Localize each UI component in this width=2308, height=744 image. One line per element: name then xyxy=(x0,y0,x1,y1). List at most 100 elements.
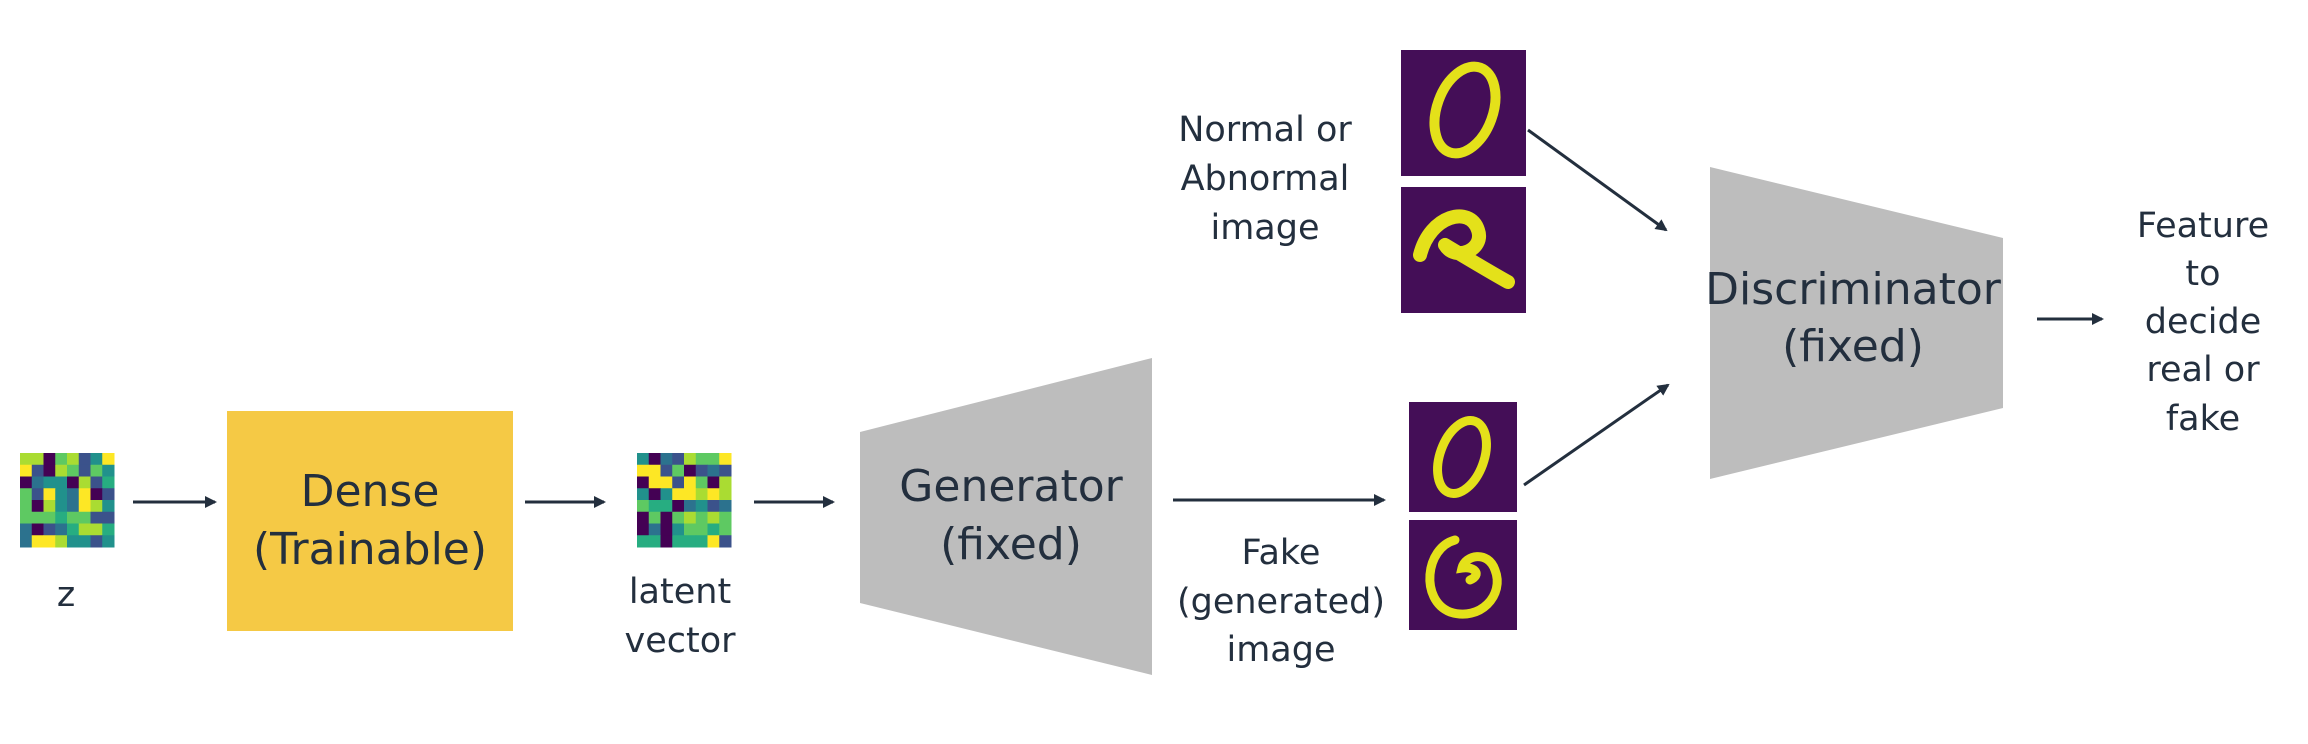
output-label-line2: to xyxy=(2185,254,2220,294)
heatmap-cell xyxy=(102,511,115,524)
heatmap-cell xyxy=(67,511,80,524)
input-digit-zero-icon xyxy=(1401,50,1526,176)
output-label-line1: Feature xyxy=(2137,206,2269,246)
heatmap-cell xyxy=(719,500,732,513)
heatmap-cell xyxy=(719,535,732,548)
heatmap-cell xyxy=(43,476,56,489)
heatmap-cell xyxy=(695,476,708,489)
heatmap-cell xyxy=(90,488,103,501)
heatmap-cell xyxy=(637,476,650,489)
heatmap-cell xyxy=(78,464,91,477)
heatmap-cell xyxy=(672,453,685,466)
fake-digit-noisy-icon xyxy=(1409,520,1517,630)
heatmap-cell xyxy=(637,453,650,466)
heatmap-cell xyxy=(719,453,732,466)
heatmap-cell xyxy=(67,523,80,536)
heatmap-cell xyxy=(67,488,80,501)
heatmap-cell xyxy=(684,511,697,524)
heatmap-cell xyxy=(684,523,697,536)
fake-image-label-line2: (generated) xyxy=(1177,582,1385,622)
heatmap-cell xyxy=(672,523,685,536)
heatmap-cell xyxy=(55,511,68,524)
heatmap-cell xyxy=(660,511,673,524)
heatmap-cell xyxy=(707,535,720,548)
heatmap-cell xyxy=(672,500,685,513)
arrow-input-to-discriminator xyxy=(1527,128,1668,232)
heatmap-cell xyxy=(78,476,91,489)
discriminator-shape xyxy=(1710,167,2003,479)
heatmap-cell xyxy=(20,453,33,466)
heatmap-cell xyxy=(707,488,720,501)
heatmap-cell xyxy=(90,476,103,489)
dense-subtitle: (Trainable) xyxy=(253,524,487,575)
heatmap-cell xyxy=(695,523,708,536)
dense-title: Dense xyxy=(301,466,440,517)
heatmap-cell xyxy=(672,476,685,489)
heatmap-cell xyxy=(695,511,708,524)
latent-label-line2: vector xyxy=(624,621,736,661)
output-label-line5: fake xyxy=(2166,399,2240,439)
heatmap-cell xyxy=(78,488,91,501)
heatmap-cell xyxy=(719,523,732,536)
input-image-label-line3: image xyxy=(1210,208,1319,248)
heatmap-cell xyxy=(43,535,56,548)
heatmap-cell xyxy=(684,453,697,466)
heatmap-cell xyxy=(707,511,720,524)
heatmap-cell xyxy=(31,453,44,466)
generator-subtitle: (fixed) xyxy=(940,519,1082,570)
heatmap-cell xyxy=(637,500,650,513)
heatmap-cell xyxy=(31,535,44,548)
heatmap-cell xyxy=(660,523,673,536)
input-image-label-line1: Normal or xyxy=(1178,110,1352,150)
heatmap-cell xyxy=(31,523,44,536)
heatmap-cell xyxy=(684,535,697,548)
heatmap-cell xyxy=(684,500,697,513)
fake-image-label-line1: Fake xyxy=(1242,533,1321,573)
heatmap-cell xyxy=(660,453,673,466)
heatmap-cell xyxy=(707,476,720,489)
heatmap-cell xyxy=(660,535,673,548)
heatmap-cell xyxy=(43,500,56,513)
heatmap-cell xyxy=(648,476,661,489)
heatmap-cell xyxy=(684,488,697,501)
heatmap-cell xyxy=(648,535,661,548)
heatmap-cell xyxy=(20,500,33,513)
heatmap-cell xyxy=(695,464,708,477)
heatmap-cell xyxy=(67,476,80,489)
heatmap-cell xyxy=(684,476,697,489)
heatmap-cell xyxy=(90,453,103,466)
heatmap-cell xyxy=(67,453,80,466)
heatmap-cell xyxy=(102,535,115,548)
heatmap-cell xyxy=(637,535,650,548)
heatmap-cell xyxy=(20,476,33,489)
heatmap-cell xyxy=(695,488,708,501)
heatmap-cell xyxy=(43,511,56,524)
heatmap-cell xyxy=(102,500,115,513)
heatmap-cell xyxy=(707,523,720,536)
heatmap-cell xyxy=(695,535,708,548)
heatmap-cell xyxy=(648,523,661,536)
latent-label-line1: latent xyxy=(629,572,731,612)
heatmap-cell xyxy=(90,511,103,524)
heatmap-cell xyxy=(43,464,56,477)
heatmap-cell xyxy=(78,453,91,466)
heatmap-cell xyxy=(672,511,685,524)
heatmap-cell xyxy=(20,511,33,524)
heatmap-cell xyxy=(31,476,44,489)
heatmap-cell xyxy=(660,488,673,501)
heatmap-cell xyxy=(684,464,697,477)
arrow-fake-to-discriminator xyxy=(1523,383,1670,487)
heatmap-cell xyxy=(660,500,673,513)
heatmap-cell xyxy=(67,535,80,548)
heatmap-cell xyxy=(707,464,720,477)
noise-heatmap-icon xyxy=(20,453,115,548)
heatmap-cell xyxy=(648,488,661,501)
heatmap-cell xyxy=(648,511,661,524)
heatmap-cell xyxy=(648,500,661,513)
discriminator-title: Discriminator xyxy=(1705,264,2002,315)
heatmap-cell xyxy=(31,464,44,477)
heatmap-cell xyxy=(719,511,732,524)
heatmap-cell xyxy=(31,511,44,524)
heatmap-cell xyxy=(67,500,80,513)
